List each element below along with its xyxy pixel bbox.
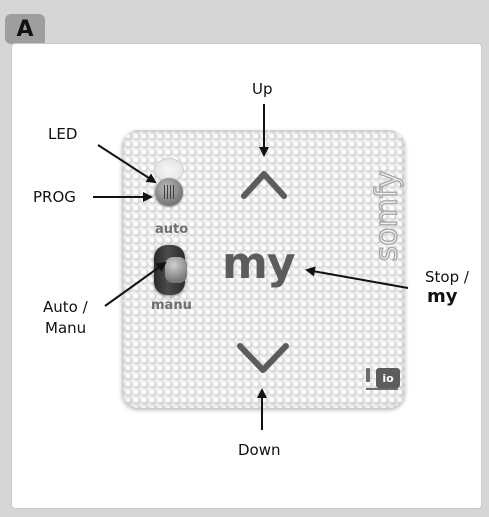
manu-label: manu [151,298,192,313]
chevron-down-icon[interactable] [237,343,289,373]
somfy-logo: somfy [370,170,405,262]
auto-label: auto [155,222,189,237]
panel-badge: A [5,14,45,44]
prog-button-icon [164,185,165,199]
label-my: my [427,286,458,307]
label-prog: PROG [33,188,76,206]
auto-manu-arrow [104,261,167,307]
io-icon: io [376,368,400,388]
label-led: LED [48,125,78,143]
label-auto-manu-1: Auto / [43,298,88,316]
chevron-up-icon[interactable] [241,171,287,199]
slide-switch-icon [165,257,187,283]
stop-arrow [305,266,409,289]
my-stop-button[interactable]: my [222,238,296,289]
io-underline [366,388,398,390]
prog-button[interactable] [155,178,183,206]
label-down: Down [238,441,281,459]
io-indicator [366,368,370,382]
label-auto-manu-2: Manu [45,319,87,337]
led-arrow [97,144,157,184]
brand-text: somfy [370,171,405,262]
label-up: Up [252,80,273,98]
label-stop: Stop / [425,268,469,286]
